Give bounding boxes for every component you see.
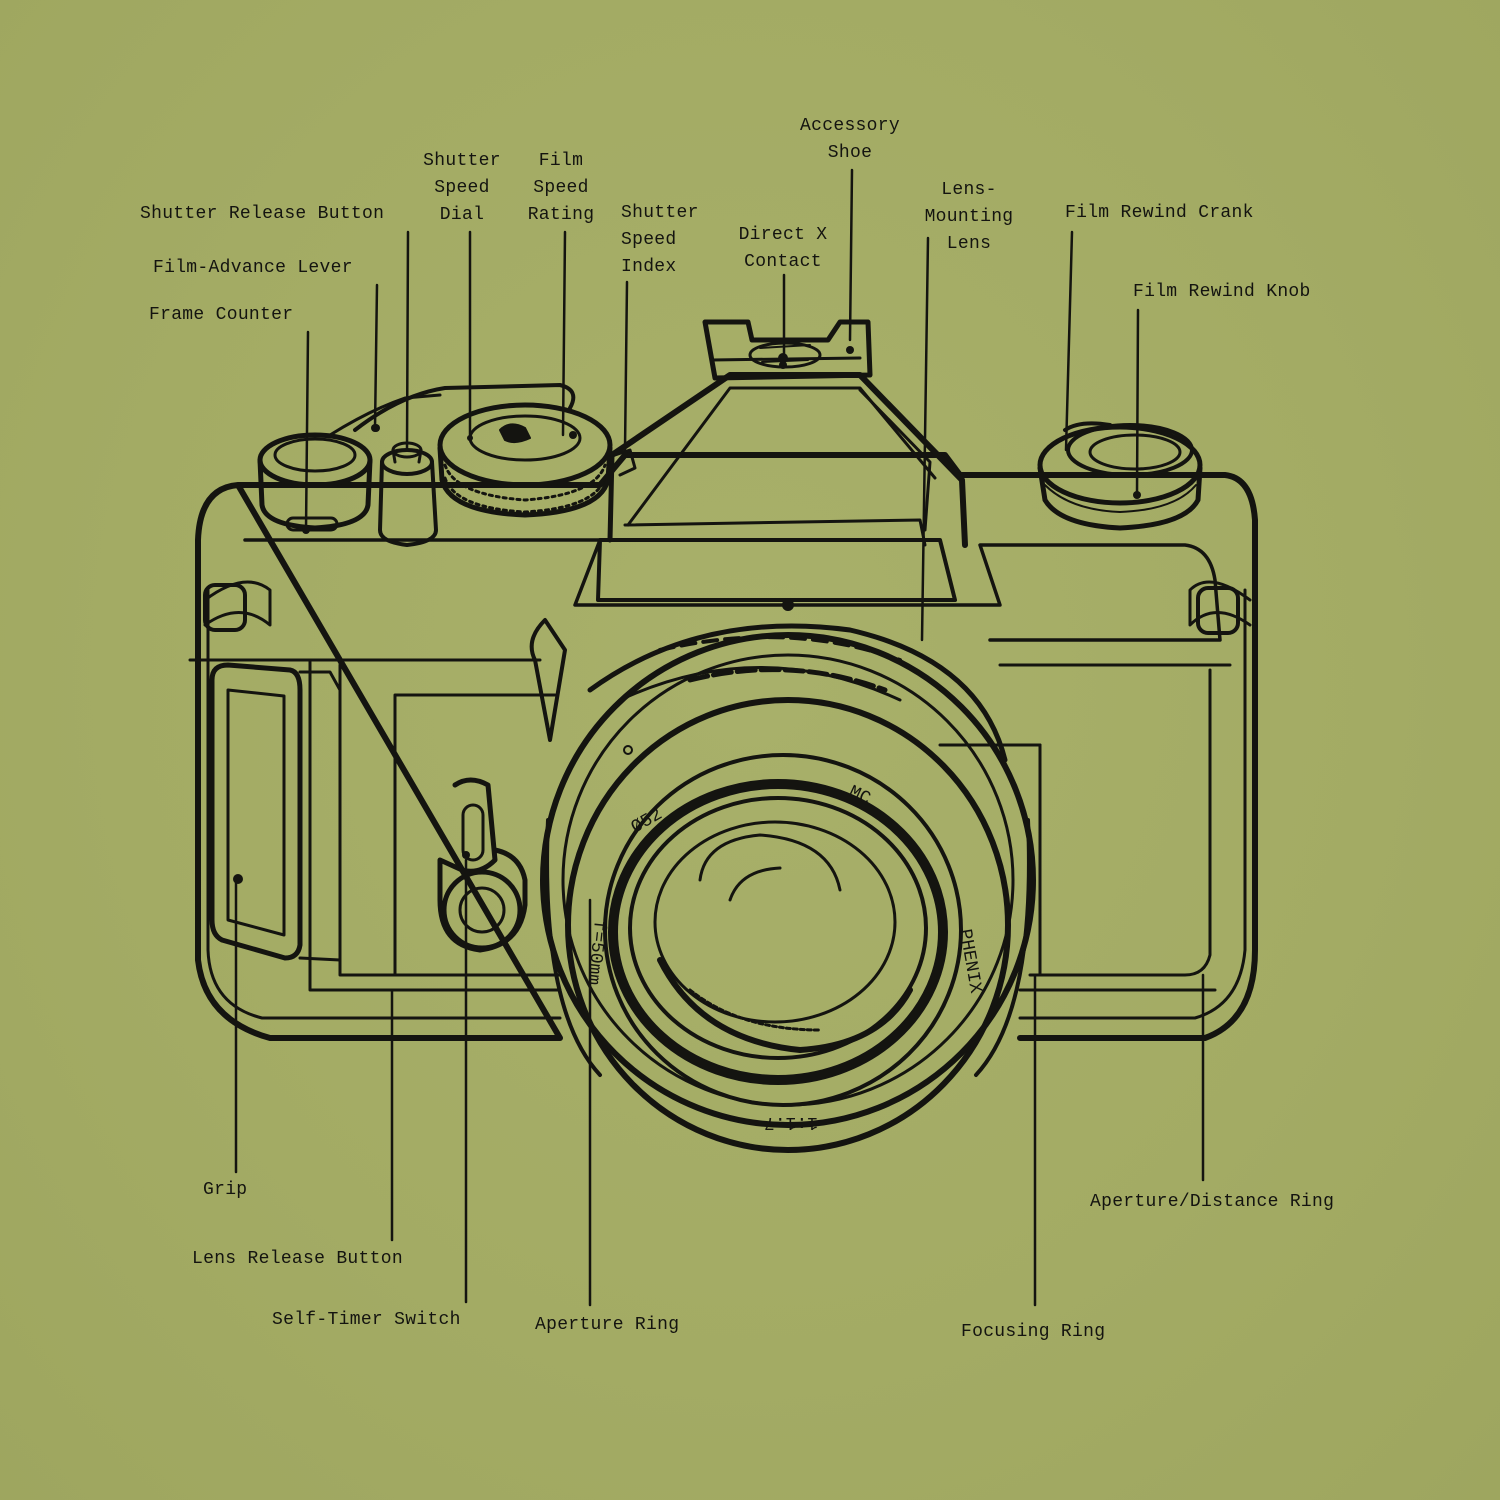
film-rewind-crank [1037,421,1203,531]
label-film-advance-lever: Film-Advance Lever [153,258,353,278]
label-film-speed-rating: Film Speed Rating [527,151,595,225]
leader-lines [233,168,1205,1307]
label-self-timer-switch: Self-Timer Switch [272,1310,461,1330]
grip-panel [209,662,342,962]
lens-marking-focal-length: f=50mm [582,919,609,986]
self-timer-lever [437,777,528,953]
label-grip: Grip [203,1180,248,1200]
label-shutter-speed-index: Shutter Speed Index [621,203,699,277]
lens-marking-max-aperture: 1:1.7 [764,1112,818,1132]
hot-shoe [702,319,873,381]
label-direct-x-contact: Direct X Contact [738,225,828,272]
label-shutter-speed-dial: Shutter Speed Dial [423,151,501,225]
label-aperture-distance-ring: Aperture/Distance Ring [1090,1192,1335,1212]
label-shutter-release-button: Shutter Release Button [140,204,385,224]
lens-assembly [540,599,1036,1153]
label-lens-mounting-lens: Lens- Mounting Lens [924,180,1014,254]
label-focusing-ring: Focusing Ring [961,1322,1106,1342]
top-left-controls [257,383,576,547]
label-lens-release-button: Lens Release Button [192,1249,403,1269]
label-accessory-shoe: Accessory Shoe [800,116,900,163]
label-film-rewind-knob: Film Rewind Knob [1133,282,1311,302]
label-aperture-ring: Aperture Ring [535,1315,680,1335]
label-frame-counter: Frame Counter [149,305,294,325]
label-film-rewind-crank: Film Rewind Crank [1065,203,1254,223]
camera-body [188,452,1258,1041]
pentaprism-housing [596,372,968,602]
